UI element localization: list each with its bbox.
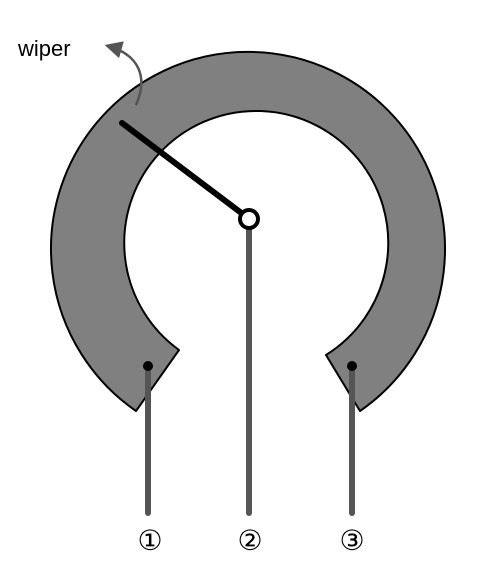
terminal-1-contact-dot <box>143 361 153 371</box>
terminal-3-label: ③ <box>339 525 364 556</box>
terminal-1-label: ① <box>137 525 162 556</box>
terminal-2-label: ② <box>237 525 262 556</box>
wiper-arm <box>119 120 251 221</box>
wiper-pivot <box>238 208 260 230</box>
wiper-annotation-arrow <box>104 41 143 106</box>
terminal-3-contact-dot <box>347 361 357 371</box>
wiper-label: wiper <box>17 36 71 61</box>
